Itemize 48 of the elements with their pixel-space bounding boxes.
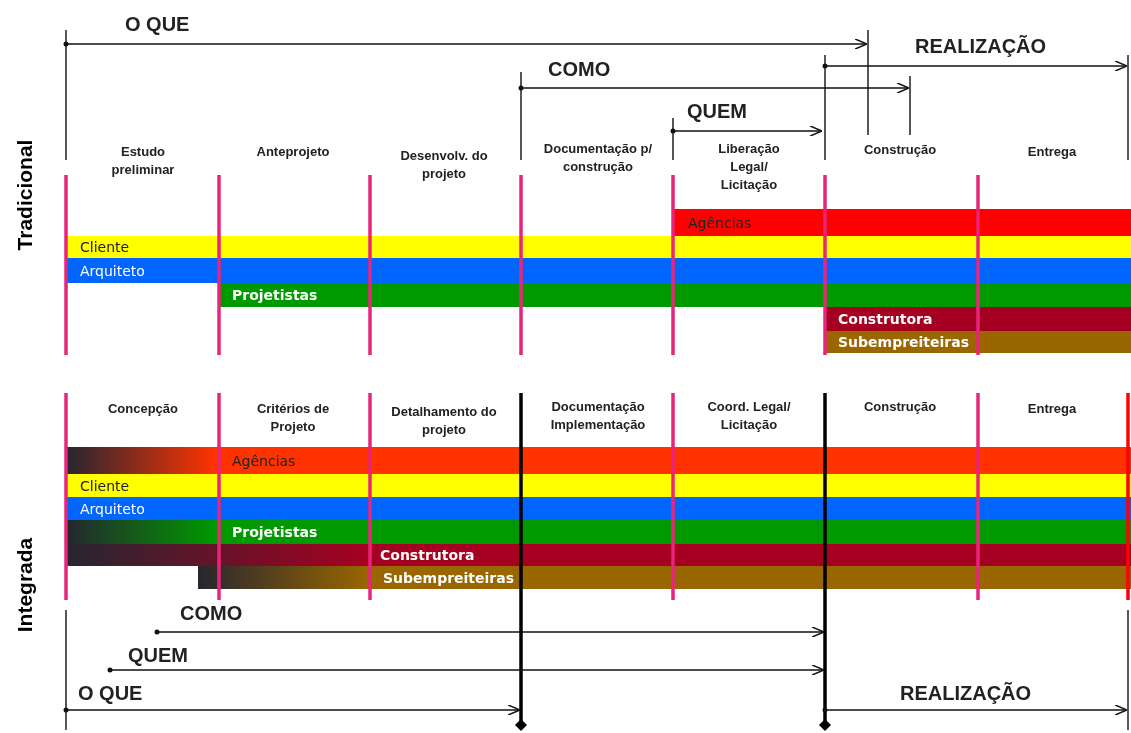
phase-label: Entrega [1026, 143, 1078, 161]
phase-label: Documentação Implementação [549, 398, 647, 434]
stakeholder-band [66, 520, 1131, 544]
stakeholder-band [825, 331, 1131, 353]
stakeholder-band [66, 236, 1131, 258]
section-title: Tradicional [13, 139, 35, 251]
band-label: Agências [688, 215, 752, 230]
stakeholder-band [66, 544, 1131, 566]
stakeholder-band [825, 307, 1131, 331]
stakeholder-band [66, 474, 1131, 497]
range-label: COMO [180, 603, 243, 623]
phase-label: Construção [862, 141, 938, 159]
range-label: REALIZAÇÃO [915, 36, 1047, 56]
phase-label: Desenvolv. do projeto [399, 147, 489, 183]
range-label: COMO [548, 59, 611, 79]
phase-label: Coord. Legal/ Licitação [706, 398, 792, 434]
phase-label: Concepção [106, 400, 180, 418]
band-label: Projetistas [232, 288, 318, 302]
phase-label: Detalhamento do projeto [390, 403, 498, 439]
phase-label: Entrega [1026, 400, 1078, 418]
band-label: Cliente [80, 478, 130, 493]
phase-label: Liberação Legal/ Licitação [717, 140, 781, 194]
band-label: Subempreiteiras [383, 570, 515, 585]
phase-label: Construção [862, 398, 938, 416]
band-label: Construtora [380, 548, 475, 562]
stakeholder-band [66, 447, 1131, 474]
phase-label: Estudo preliminar [110, 143, 176, 179]
band-label: Agências [232, 453, 296, 468]
stakeholder-band [66, 258, 1131, 283]
range-label: QUEM [687, 101, 747, 121]
band-label: Projetistas [232, 525, 318, 539]
range-label: QUEM [128, 645, 188, 665]
band-label: Subempreiteiras [838, 335, 970, 349]
stakeholder-band [198, 566, 1131, 589]
band-label: Arquiteto [80, 501, 145, 516]
phase-label: Documentação p/ construção [543, 140, 653, 176]
section-title: Integrada [13, 537, 35, 633]
range-label: O QUE [125, 14, 190, 34]
phase-label: Critérios de Projeto [255, 400, 331, 436]
phase-label: Anteprojeto [255, 143, 331, 161]
band-label: Cliente [80, 240, 130, 254]
range-label: REALIZAÇÃO [900, 683, 1032, 703]
band-label: Arquiteto [80, 263, 145, 278]
stakeholder-band [673, 209, 1131, 236]
band-label: Construtora [838, 312, 933, 326]
range-label: O QUE [78, 683, 143, 703]
stakeholder-band [66, 497, 1131, 520]
stakeholder-band [219, 283, 1131, 307]
